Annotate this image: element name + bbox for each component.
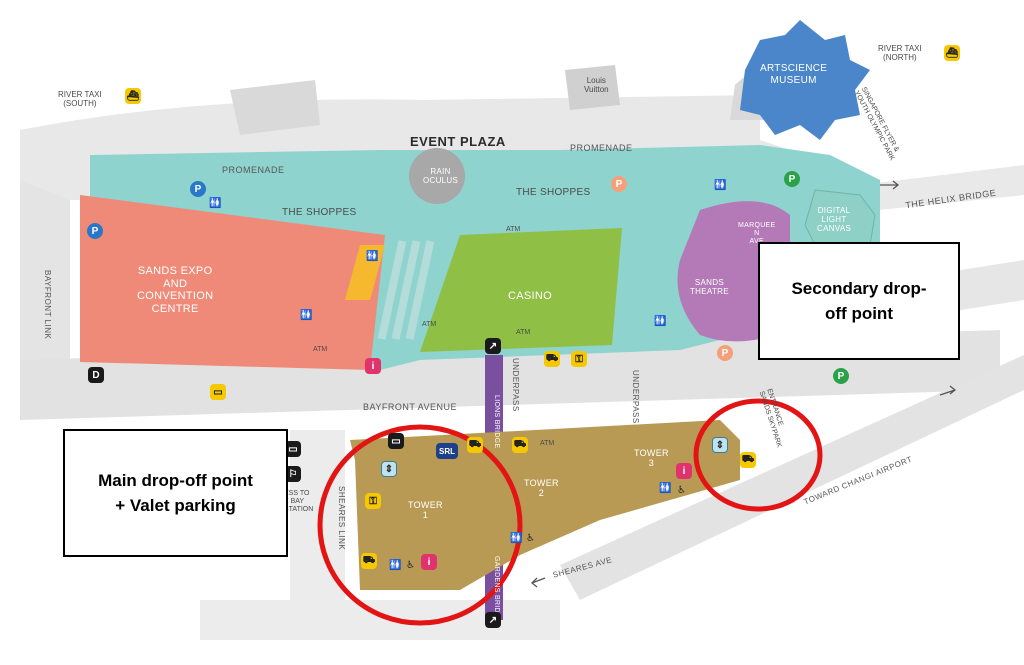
louis-vuitton-label: Louis Vuitton	[584, 76, 609, 95]
toilet-icon: 🚻	[389, 560, 401, 571]
drop-off-icon: D	[88, 367, 104, 383]
main-dropoff-circle	[317, 424, 523, 626]
wheelchair-icon: ♿	[526, 533, 535, 544]
river-taxi-icon: ⛴	[944, 45, 960, 61]
info-icon: i	[421, 554, 437, 570]
towers-area	[350, 420, 740, 590]
promenade-left-label: PROMENADE	[222, 165, 285, 175]
taxi-icon: ⛟	[544, 351, 560, 367]
artscience-museum-label: ARTSCIENCE MUSEUM	[760, 63, 828, 86]
info-icon: i	[676, 463, 692, 479]
river-taxi-north-label: RIVER TAXI (NORTH)	[878, 44, 922, 63]
sands-expo-label: SANDS EXPO AND CONVENTION CENTRE	[137, 265, 214, 315]
event-plaza-label: EVENT PLAZA	[410, 134, 506, 149]
bayfront-avenue-label: BAYFRONT AVENUE	[363, 402, 458, 412]
atm-label: ATM	[422, 321, 437, 328]
bus-icon: ▭	[388, 433, 404, 449]
to-bay-station-label: ESS TO E BAY STATION	[284, 490, 314, 514]
atm-label: ATM	[313, 346, 328, 353]
lions-bridge-label: LIONS BRIDGE	[493, 395, 500, 449]
toilet-icon: 🚻	[366, 251, 378, 262]
atm-label: ATM	[540, 440, 555, 447]
parking-icon: P	[87, 223, 103, 239]
bridge-walk-icon: ↗	[485, 612, 501, 628]
bus-icon: ▭	[285, 441, 301, 457]
lions-bridge-strip	[485, 355, 503, 435]
rain-oculus-label: RAIN OCULUS	[423, 167, 459, 186]
river-taxi-south-label: RIVER TAXI (SOUTH)	[58, 90, 102, 109]
parking-icon: P	[190, 181, 206, 197]
sands-theatre-label: SANDS THEATRE	[690, 278, 729, 297]
casino-label: CASINO	[508, 290, 552, 302]
toilet-icon: 🚻	[510, 533, 522, 544]
rain-oculus	[409, 148, 465, 204]
bus-icon: ▭	[210, 384, 226, 400]
expo-area	[80, 195, 385, 370]
toilet-icon: 🚻	[714, 180, 726, 191]
parking-icon: P	[717, 345, 733, 361]
srl-icon: SRL	[436, 443, 458, 459]
toilet-icon: 🚻	[300, 310, 312, 321]
lift-icon: ⇕	[381, 461, 397, 477]
underpass-right-label: UNDERPASS	[631, 370, 640, 424]
bridge-walk-icon: ↗	[485, 338, 501, 354]
river-taxi-icon: ⛴	[125, 88, 141, 104]
taxi-icon: ⛟	[467, 437, 483, 453]
secondary-dropoff-circle	[693, 398, 823, 512]
toilet-icon: 🚻	[654, 316, 666, 327]
bayfront-link-label: BAYFRONT LINK	[43, 270, 52, 340]
tower1-label: TOWER 1	[408, 500, 443, 521]
passage-stripes	[377, 240, 435, 340]
taxi-icon: ⛟	[361, 553, 377, 569]
lift-icon: ⇕	[712, 437, 728, 453]
toilet-icon: 🚻	[209, 198, 221, 209]
casino-area	[420, 228, 622, 352]
wheelchair-icon: ♿	[677, 485, 686, 496]
secondary-dropoff-callout: Secondary drop- off point	[758, 242, 960, 360]
marquee-label: MARQUEE N AVE	[738, 222, 776, 246]
digital-light-canvas-label: DIGITAL LIGHT CANVAS	[817, 206, 852, 234]
wheelchair-icon: ♿	[406, 560, 415, 571]
tower3-label: TOWER 3	[634, 448, 669, 469]
walk-icon: ⚐	[285, 466, 301, 482]
taxi-icon: ⛟	[512, 437, 528, 453]
underpass-left-label: UNDERPASS	[511, 358, 520, 412]
promenade-right-label: PROMENADE	[570, 143, 633, 153]
atm-label: ATM	[506, 226, 521, 233]
tower2-label: TOWER 2	[524, 478, 559, 499]
valet-icon: ⚿	[365, 493, 381, 509]
artscience-museum-shape	[740, 20, 870, 140]
taxi-icon: ⛟	[740, 452, 756, 468]
info-icon: i	[365, 358, 381, 374]
sheares-link-label: SHEARES LINK	[337, 486, 346, 551]
atm-label: ATM	[516, 329, 531, 336]
parking-icon: P	[611, 176, 627, 192]
valet-icon: ⚿	[571, 351, 587, 367]
toilet-icon: 🚻	[659, 483, 671, 494]
shoppes-right-label: THE SHOPPES	[516, 187, 591, 198]
parking-icon: P	[784, 171, 800, 187]
shoppes-left-label: THE SHOPPES	[282, 207, 357, 218]
main-dropoff-callout: Main drop-off point + Valet parking	[63, 429, 288, 557]
parking-icon: P	[833, 368, 849, 384]
